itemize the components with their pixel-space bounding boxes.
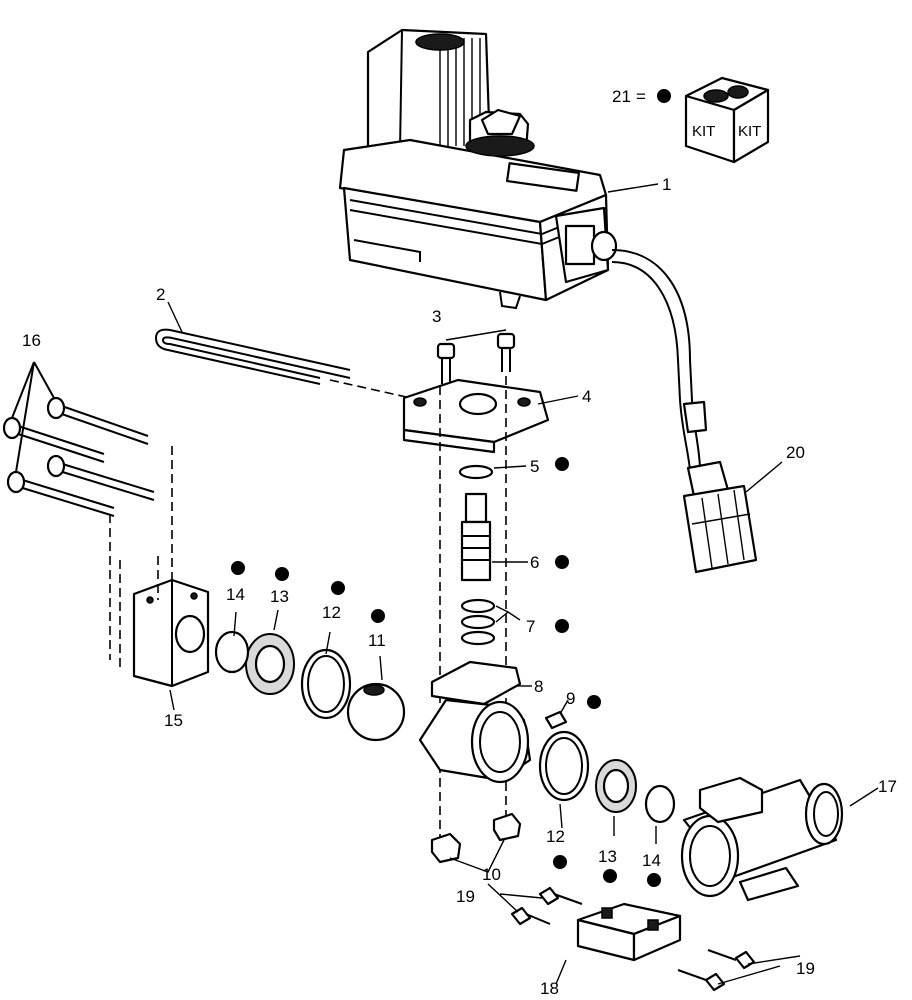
part-clamp-block — [576, 902, 682, 962]
part-orings-7 — [460, 598, 496, 646]
callout-20: 20 — [786, 443, 805, 462]
callout-12a: 12 — [322, 603, 341, 622]
part-ball — [346, 682, 406, 742]
callout-13b: 13 — [598, 847, 617, 866]
callout-14b: 14 — [642, 851, 661, 870]
callout-9: 9 — [566, 689, 575, 708]
callout-13a: 13 — [270, 587, 289, 606]
part-flange — [132, 578, 210, 688]
callout-19a: 19 — [456, 887, 475, 906]
callout-7: 7 — [526, 617, 535, 636]
callout-labels: 1 2 3 4 5 6 7 8 9 10 11 12 12 13 13 14 1… — [22, 175, 897, 998]
callout-6: 6 — [530, 553, 539, 572]
part-connector — [682, 460, 758, 574]
kit-label-right: KIT — [738, 123, 761, 140]
callout-11: 11 — [368, 631, 386, 650]
callout-2: 2 — [156, 285, 165, 304]
kit-label-left: KIT — [692, 123, 715, 140]
part-seals-12 — [300, 648, 590, 802]
callout-19b: 19 — [796, 959, 815, 978]
part-bracket — [402, 378, 550, 454]
callout-8: 8 — [534, 677, 543, 696]
kit-legend-equals: = — [636, 87, 646, 106]
part-screws-3 — [436, 332, 516, 384]
callout-15: 15 — [164, 711, 183, 730]
callout-18: 18 — [540, 979, 559, 998]
part-rings-14 — [214, 630, 676, 824]
kit-indicator-dots — [231, 457, 661, 887]
callout-17: 17 — [878, 777, 897, 796]
part-oring-5 — [458, 464, 494, 480]
part-actuator-housing — [338, 28, 618, 310]
part-bolts-19 — [510, 886, 756, 992]
flange-guide-lines — [109, 446, 173, 672]
kit-legend-number: 21 — [612, 87, 631, 106]
callout-12b: 12 — [546, 827, 565, 846]
part-tee-fitting — [680, 776, 844, 902]
callout-5: 5 — [530, 457, 539, 476]
part-bolts-16 — [2, 396, 155, 517]
part-screw-9 — [544, 710, 568, 730]
part-stem — [460, 492, 492, 582]
callout-10: 10 — [482, 865, 501, 884]
kit-legend-dot — [657, 89, 671, 103]
part-ubolt — [154, 328, 351, 385]
callout-1: 1 — [662, 175, 671, 194]
leader-lines — [167, 183, 879, 985]
part-valve-body — [418, 660, 532, 784]
part-nuts-10 — [430, 812, 522, 864]
part-cable — [611, 249, 708, 471]
callout-3: 3 — [432, 307, 441, 326]
callout-14a: 14 — [226, 585, 245, 604]
callout-16: 16 — [22, 331, 41, 350]
callout-4: 4 — [582, 387, 591, 406]
kit-box-icon: KIT KIT — [684, 76, 770, 164]
callout16-leaders — [11, 361, 55, 473]
